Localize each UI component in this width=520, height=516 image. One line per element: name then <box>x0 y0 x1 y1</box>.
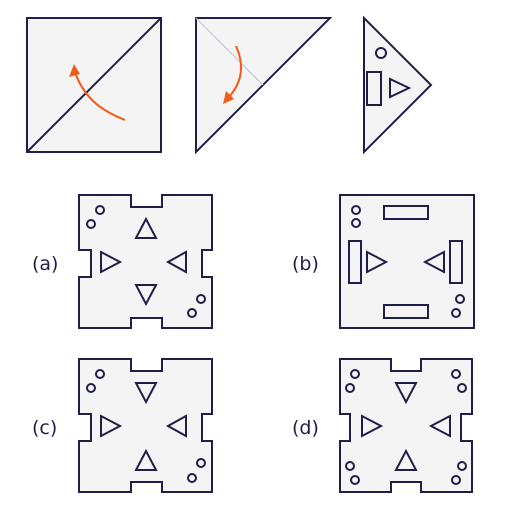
hole-triangle-icon <box>394 448 418 471</box>
hole-triangle-icon <box>366 250 389 274</box>
hole-triangle-icon <box>165 414 187 438</box>
hole-triangle-icon <box>134 382 158 405</box>
hole-triangle-icon <box>100 414 123 438</box>
hole-circle-icon <box>95 205 105 215</box>
fold-step-3 <box>363 15 433 155</box>
option-a[interactable]: (a) <box>32 194 213 329</box>
hole-triangle-icon <box>428 414 451 438</box>
fold-step-1 <box>26 17 162 153</box>
hole-circle-icon <box>351 205 361 215</box>
hole-circle-icon <box>187 473 197 483</box>
hole-triangle-icon <box>394 382 418 405</box>
hole-triangle-icon <box>422 250 445 274</box>
fold-arrow-icon <box>227 45 242 99</box>
crease-line <box>195 17 264 86</box>
hole-circle-icon <box>345 383 355 393</box>
cut-circle-icon <box>375 47 387 59</box>
hole-circle-icon <box>350 475 360 485</box>
hole-triangle-icon <box>165 250 187 274</box>
unfolded-paper <box>339 358 473 493</box>
arrow-head-icon <box>223 91 234 104</box>
option-b[interactable]: (b) <box>292 194 475 329</box>
hole-rectangle-icon <box>449 240 463 284</box>
option-label: (d) <box>292 417 319 439</box>
hole-rectangle-icon <box>348 240 362 284</box>
paper-small-triangle <box>363 15 433 155</box>
hole-rectangle-icon <box>383 205 429 220</box>
hole-circle-icon <box>345 461 355 471</box>
hole-circle-icon <box>86 219 96 229</box>
arrow-head-icon <box>69 64 80 77</box>
hole-circle-icon <box>451 308 461 318</box>
hole-circle-icon <box>451 475 461 485</box>
cut-triangle-icon <box>389 77 412 99</box>
hole-triangle-icon <box>134 216 158 239</box>
hole-triangle-icon <box>134 448 158 471</box>
hole-circle-icon <box>451 369 461 379</box>
option-label: (c) <box>32 417 57 439</box>
cut-rectangle-icon <box>366 71 382 106</box>
hole-circle-icon <box>95 369 105 379</box>
hole-circle-icon <box>350 369 360 379</box>
unfolded-paper <box>78 194 213 329</box>
hole-rectangle-icon <box>383 304 429 319</box>
hole-circle-icon <box>455 294 465 304</box>
hole-circle-icon <box>351 218 361 228</box>
hole-triangle-icon <box>134 284 158 307</box>
fold-diagonal <box>26 17 162 153</box>
hole-circle-icon <box>187 308 197 318</box>
hole-circle-icon <box>196 294 206 304</box>
hole-circle-icon <box>457 383 467 393</box>
hole-triangle-icon <box>100 250 123 274</box>
option-c[interactable]: (c) <box>32 358 213 493</box>
unfolded-paper <box>78 358 213 493</box>
fold-step-2 <box>195 17 333 155</box>
hole-circle-icon <box>86 383 96 393</box>
fold-arrow-icon <box>73 69 126 121</box>
option-label: (a) <box>32 253 58 275</box>
hole-circle-icon <box>196 458 206 468</box>
option-d[interactable]: (d) <box>292 358 473 493</box>
hole-circle-icon <box>457 461 467 471</box>
hole-triangle-icon <box>361 414 384 438</box>
option-label: (b) <box>292 253 319 275</box>
